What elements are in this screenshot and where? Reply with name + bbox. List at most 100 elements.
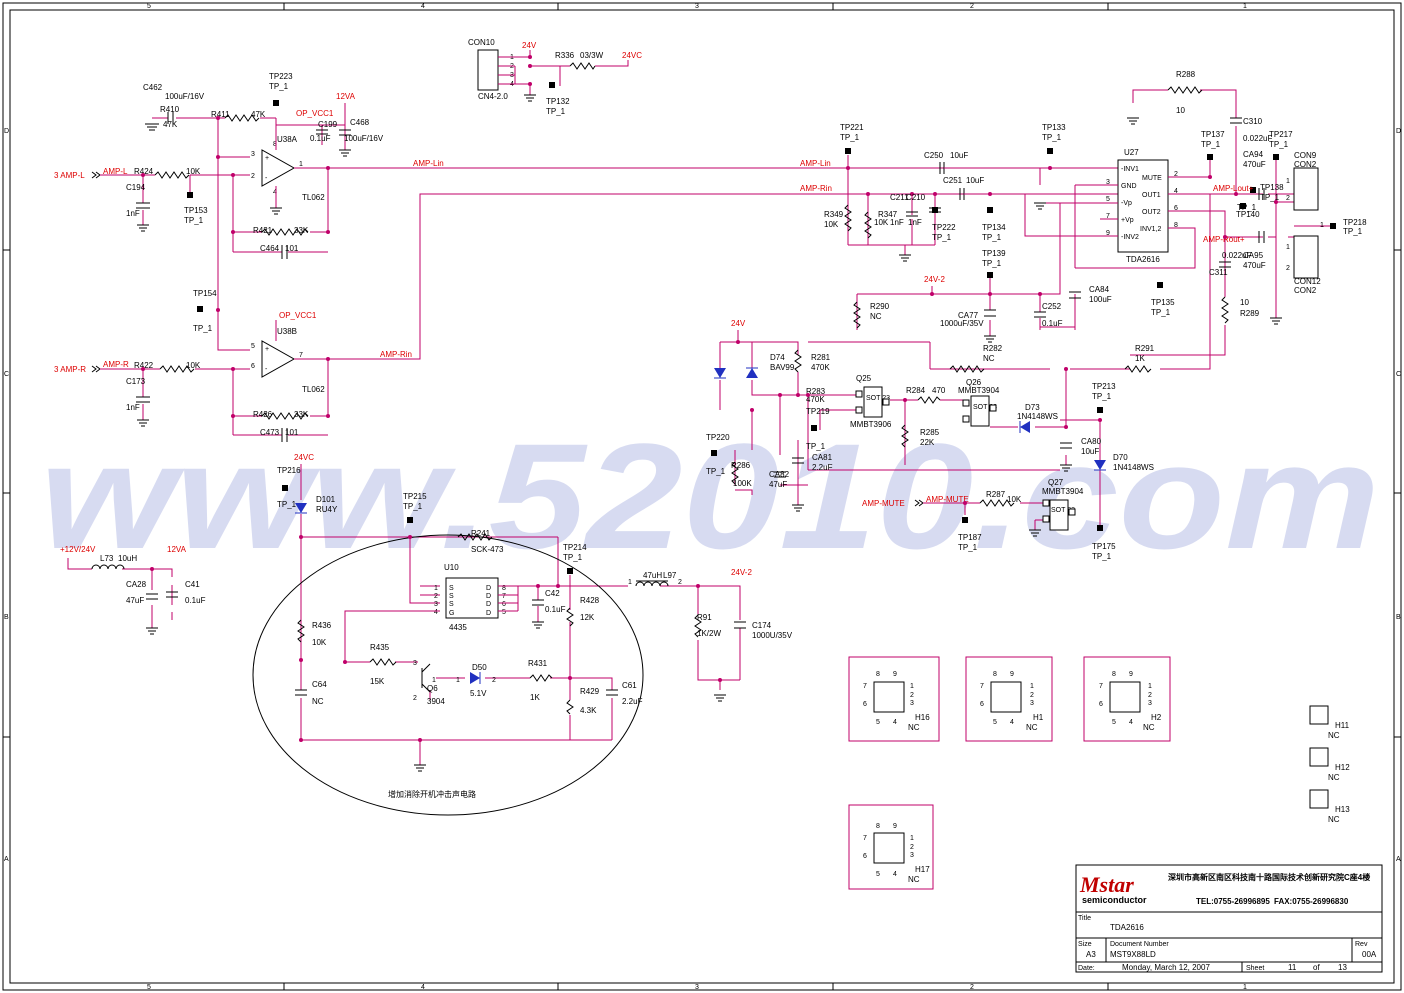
svg-text:Document Number: Document Number bbox=[1110, 941, 1169, 948]
svg-text:3 AMP-R: 3 AMP-R bbox=[54, 365, 86, 374]
svg-text:R424: R424 bbox=[134, 167, 154, 176]
svg-text:TP175: TP175 bbox=[1092, 542, 1116, 551]
svg-text:S: S bbox=[449, 593, 454, 600]
svg-text:47uF: 47uF bbox=[769, 480, 787, 489]
svg-text:0.022uF: 0.022uF bbox=[1222, 251, 1251, 260]
svg-text:NC: NC bbox=[1143, 723, 1155, 732]
svg-text:SOT 23: SOT 23 bbox=[973, 404, 997, 411]
svg-text:Q27: Q27 bbox=[1048, 478, 1064, 487]
svg-text:10: 10 bbox=[1176, 106, 1185, 115]
svg-text:C41: C41 bbox=[185, 580, 200, 589]
row-label: B bbox=[1396, 614, 1401, 621]
svg-text:10uF: 10uF bbox=[950, 151, 968, 160]
svg-text:TP216: TP216 bbox=[277, 466, 301, 475]
svg-text:TP_1: TP_1 bbox=[1237, 203, 1257, 212]
svg-text:SCK-473: SCK-473 bbox=[471, 545, 504, 554]
svg-text:TP154: TP154 bbox=[193, 289, 217, 298]
svg-text:SOT 23: SOT 23 bbox=[1051, 507, 1075, 514]
svg-text:TP137: TP137 bbox=[1201, 130, 1225, 139]
svg-text:TP_1: TP_1 bbox=[403, 502, 423, 511]
svg-text:TP_1: TP_1 bbox=[1092, 392, 1112, 401]
svg-text:D: D bbox=[486, 610, 491, 617]
svg-text:增加消除开机冲击声电路: 增加消除开机冲击声电路 bbox=[388, 789, 476, 799]
svg-text:4: 4 bbox=[893, 719, 897, 726]
svg-text:9: 9 bbox=[893, 823, 897, 830]
svg-text:Sheet: Sheet bbox=[1246, 965, 1264, 972]
svg-text:TP133: TP133 bbox=[1042, 123, 1066, 132]
con10-connector: CON10 CN4-2.0 12 34 24V R336 03/3W 24VC … bbox=[468, 38, 642, 116]
svg-text:10uF: 10uF bbox=[1081, 447, 1099, 456]
svg-text:AMP-MUTE: AMP-MUTE bbox=[926, 495, 969, 504]
svg-text:13: 13 bbox=[1338, 963, 1347, 972]
svg-text:4: 4 bbox=[893, 871, 897, 878]
svg-text:R411: R411 bbox=[211, 110, 230, 119]
svg-text:R421: R421 bbox=[253, 226, 273, 235]
title-block: Mstar semiconductor 深圳市高新区南区科技南十路国际技术创新研… bbox=[1075, 864, 1383, 973]
svg-text:7: 7 bbox=[863, 835, 867, 842]
svg-text:5: 5 bbox=[502, 609, 506, 616]
svg-text:10: 10 bbox=[1240, 298, 1249, 307]
svg-text:R290: R290 bbox=[870, 302, 890, 311]
svg-text:S: S bbox=[449, 585, 454, 592]
row-label: D bbox=[4, 128, 9, 135]
svg-text:1: 1 bbox=[432, 677, 436, 684]
svg-text:H1: H1 bbox=[1033, 713, 1044, 722]
svg-text:R282: R282 bbox=[983, 344, 1003, 353]
svg-text:CA28: CA28 bbox=[126, 580, 147, 589]
svg-text:TP215: TP215 bbox=[403, 492, 427, 501]
svg-text:TP_1: TP_1 bbox=[1343, 227, 1363, 236]
svg-text:24VC: 24VC bbox=[622, 51, 642, 60]
svg-text:C199: C199 bbox=[318, 120, 338, 129]
svg-text:AMP-R: AMP-R bbox=[103, 360, 129, 369]
svg-text:R283: R283 bbox=[806, 387, 826, 396]
svg-text:6: 6 bbox=[863, 853, 867, 860]
svg-text:2: 2 bbox=[1286, 265, 1290, 272]
svg-text:R286: R286 bbox=[731, 461, 751, 470]
svg-text:R428: R428 bbox=[580, 596, 600, 605]
svg-text:TP_1: TP_1 bbox=[1269, 140, 1289, 149]
svg-text:4: 4 bbox=[1174, 188, 1178, 195]
col-label-bottom: 1 bbox=[1243, 984, 1247, 991]
svg-text:24V: 24V bbox=[522, 41, 537, 50]
svg-text:S: S bbox=[449, 601, 454, 608]
svg-text:R91: R91 bbox=[697, 613, 712, 622]
svg-text:4: 4 bbox=[1010, 719, 1014, 726]
row-label: A bbox=[4, 856, 9, 863]
svg-text:R289: R289 bbox=[1240, 309, 1260, 318]
svg-text:SOT 23: SOT 23 bbox=[866, 395, 890, 402]
svg-text:9: 9 bbox=[1106, 230, 1110, 237]
row-label: B bbox=[4, 614, 9, 621]
svg-text:8: 8 bbox=[273, 141, 277, 148]
col-label-top: 5 bbox=[147, 3, 151, 10]
svg-text:CA80: CA80 bbox=[1081, 437, 1102, 446]
svg-text:CON2: CON2 bbox=[1294, 160, 1317, 169]
svg-text:NC: NC bbox=[908, 875, 920, 884]
svg-text:OUT2: OUT2 bbox=[1142, 209, 1161, 216]
svg-text:4.3K: 4.3K bbox=[580, 706, 597, 715]
svg-text:TP_1: TP_1 bbox=[277, 500, 297, 509]
tda2616-amplifier: U27 TDA2616 -INV1 GND -Vp +Vp -INV2 MUTE… bbox=[824, 70, 1367, 370]
svg-text:AMP-MUTE: AMP-MUTE bbox=[862, 499, 905, 508]
svg-text:Q26: Q26 bbox=[966, 378, 982, 387]
svg-text:22K: 22K bbox=[920, 438, 935, 447]
svg-text:3904: 3904 bbox=[427, 697, 445, 706]
svg-text:L97: L97 bbox=[663, 571, 677, 580]
svg-text:TP_1: TP_1 bbox=[706, 467, 726, 476]
svg-text:TP214: TP214 bbox=[563, 543, 587, 552]
svg-text:1nF: 1nF bbox=[126, 403, 140, 412]
svg-text:CA81: CA81 bbox=[812, 453, 833, 462]
svg-text:TP220: TP220 bbox=[706, 433, 730, 442]
svg-text:1000U/35V: 1000U/35V bbox=[752, 631, 793, 640]
svg-text:5: 5 bbox=[251, 343, 255, 350]
svg-text:C211: C211 bbox=[890, 193, 909, 202]
svg-text:1K/2W: 1K/2W bbox=[697, 629, 721, 638]
svg-text:5: 5 bbox=[1112, 719, 1116, 726]
svg-text:Title: Title bbox=[1078, 915, 1091, 922]
svg-text:TP_1: TP_1 bbox=[1151, 308, 1171, 317]
svg-text:TP_1: TP_1 bbox=[184, 216, 204, 225]
svg-text:TP138: TP138 bbox=[1260, 183, 1284, 192]
svg-text:-: - bbox=[265, 175, 268, 182]
svg-text:L73: L73 bbox=[100, 554, 114, 563]
